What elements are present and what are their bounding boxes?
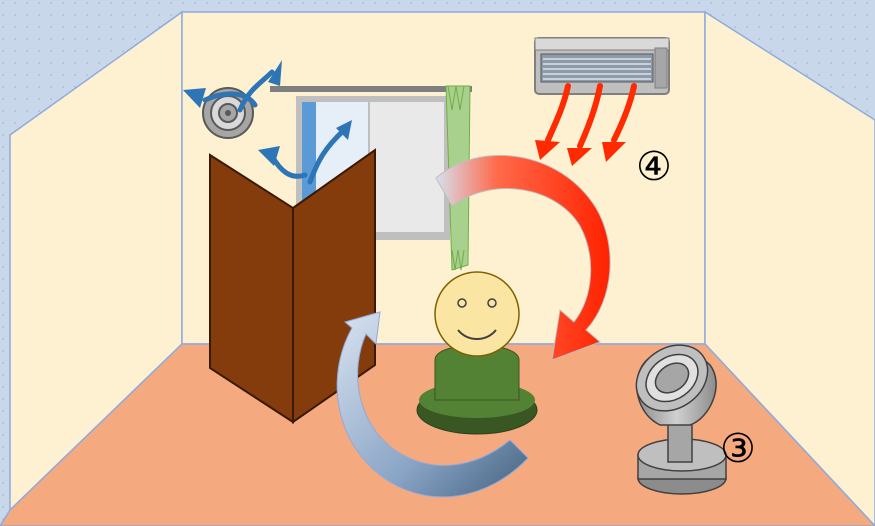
vent-arrowheads xyxy=(183,60,352,166)
folding-screen-icon xyxy=(209,148,376,424)
ac-label: ④ xyxy=(636,144,672,190)
right-wall xyxy=(704,10,875,526)
ac-warm-air-arrowheads xyxy=(535,140,626,166)
fan-label: ③ xyxy=(720,426,756,472)
warm-circulation-arrow xyxy=(435,154,611,361)
cool-circulation-arrow xyxy=(336,311,529,498)
circulator-fan-icon xyxy=(635,344,727,495)
ac-warm-air-arrows xyxy=(545,83,637,149)
person-icon xyxy=(416,271,538,435)
air-conditioner-icon xyxy=(534,37,670,95)
ventilation-fan-icon xyxy=(202,87,254,139)
